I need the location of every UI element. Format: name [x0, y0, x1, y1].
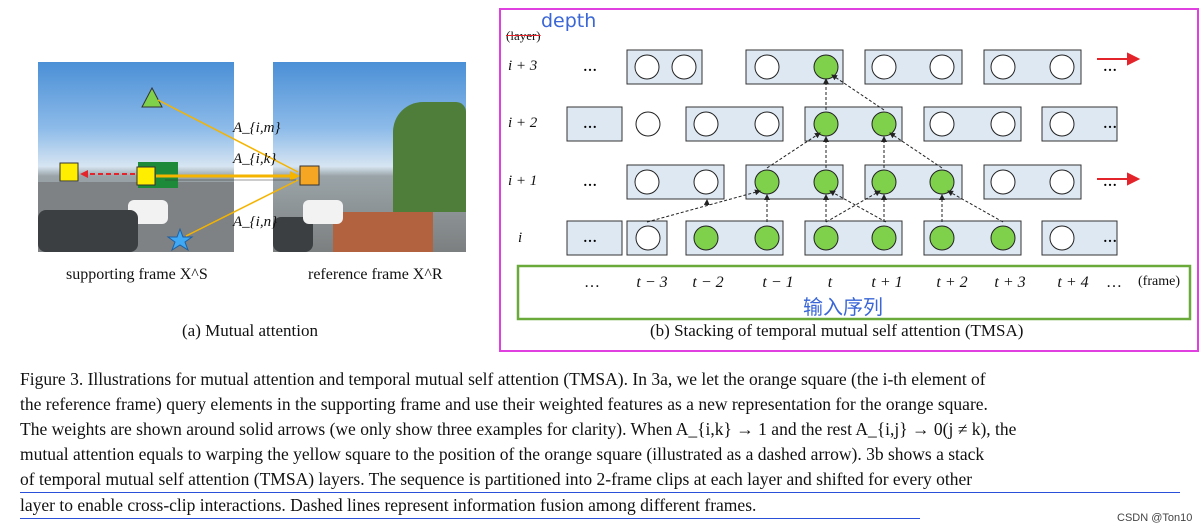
token-node-active	[871, 169, 897, 195]
figure-caption: Figure 3. Illustrations for mutual atten…	[20, 367, 1190, 519]
token-node	[1049, 54, 1075, 80]
token-node	[754, 54, 780, 80]
token-node	[990, 54, 1016, 80]
red-shift-arrows	[1097, 52, 1141, 186]
caption-line-underlined: layer to enable cross-clip interactions.…	[20, 493, 920, 519]
token-node-active	[929, 225, 955, 251]
token-node-active	[813, 225, 839, 251]
layer-i2-ellipsis: …	[1103, 117, 1117, 132]
token-node	[1049, 225, 1075, 251]
token-node-active	[813, 54, 839, 80]
panel-b-frame	[499, 8, 1199, 352]
reference-frame-photo	[273, 62, 466, 252]
token-node	[635, 111, 661, 137]
token-node-active	[693, 225, 719, 251]
token-node	[990, 169, 1016, 195]
token-node-active	[813, 111, 839, 137]
layer-i2-clip-box	[566, 106, 623, 142]
attn-label-n: A_{i,n}	[233, 214, 278, 230]
attn-label-k: A_{i,k}	[233, 151, 277, 167]
frame-label: t + 4	[1057, 274, 1089, 291]
frame-label: t + 3	[994, 274, 1026, 291]
layer-i2-ellipsis: …	[583, 117, 597, 132]
token-node	[929, 54, 955, 80]
layer-i3-ellipsis: …	[1103, 60, 1117, 75]
layer-label-i: i	[518, 230, 523, 246]
layer-i-ellipsis: …	[1103, 231, 1117, 246]
layer-label-struck: (layer)	[506, 28, 541, 43]
token-node	[1049, 169, 1075, 195]
frame-label: t − 1	[762, 274, 794, 291]
token-node	[693, 169, 719, 195]
panel-a-caption: (a) Mutual attention	[182, 321, 318, 340]
token-node	[671, 54, 697, 80]
green-triangle	[141, 86, 163, 108]
attn-arrow-n	[185, 179, 299, 237]
caption-line: Figure 3. Illustrations for mutual atten…	[20, 369, 986, 389]
frame-label: t	[827, 274, 833, 291]
token-node	[990, 111, 1016, 137]
frame-label: t + 1	[871, 274, 903, 291]
token-node	[693, 111, 719, 137]
token-node-active	[754, 225, 780, 251]
mutual-attention-overlay	[59, 86, 320, 252]
attn-label-m: A_{i,m}	[233, 120, 281, 136]
token-node	[634, 169, 660, 195]
frame-label: t − 2	[692, 274, 724, 291]
input-sequence-annotation: 输入序列	[803, 295, 883, 319]
caption-line: the reference frame) query elements in t…	[20, 394, 988, 414]
token-node-active	[754, 169, 780, 195]
frame-label: t + 2	[936, 274, 968, 291]
input-sequence-box	[516, 264, 1192, 321]
frame-label: …	[584, 274, 600, 291]
layer-i1-ellipsis: …	[583, 175, 597, 190]
yellow-square-center	[136, 166, 156, 186]
layer-label-i3: i + 3	[508, 58, 538, 74]
frame-label: (frame)	[1138, 274, 1180, 289]
token-node	[634, 54, 660, 80]
frame-label: …	[1106, 274, 1122, 291]
caption-line: The weights are shown around solid arrow…	[20, 419, 1017, 439]
token-node	[1049, 111, 1075, 137]
orange-square	[299, 165, 320, 186]
layer-i-clip-box	[566, 220, 623, 256]
layer-i-ellipsis: …	[583, 231, 597, 246]
token-node	[635, 225, 661, 251]
token-node	[754, 111, 780, 137]
token-node	[929, 111, 955, 137]
frame-label: t − 3	[636, 274, 668, 291]
token-node	[871, 54, 897, 80]
layer-i3-ellipsis: …	[583, 60, 597, 75]
supporting-frame-label: supporting frame X^S	[66, 266, 208, 283]
caption-line-underlined: of temporal mutual self attention (TMSA)…	[20, 467, 1180, 493]
token-node-active	[813, 169, 839, 195]
token-node-active	[929, 169, 955, 195]
yellow-square-left	[59, 162, 79, 182]
caption-line: mutual attention equals to warping the y…	[20, 444, 985, 464]
watermark: CSDN @Ton10	[1117, 512, 1193, 524]
token-node-active	[871, 111, 897, 137]
arrows-dashed	[646, 74, 1004, 223]
reference-frame-label: reference frame X^R	[308, 266, 443, 283]
depth-annotation: depth	[541, 10, 597, 32]
token-node-active	[990, 225, 1016, 251]
attn-arrow-m	[157, 99, 299, 173]
token-node-active	[871, 225, 897, 251]
layer-i1-ellipsis: …	[1103, 175, 1117, 190]
tmsa-diagram: … … … … … … … …	[516, 49, 1192, 321]
layer-label-i2: i + 2	[508, 115, 538, 131]
layer-label-i1: i + 1	[508, 173, 538, 189]
blue-star	[166, 227, 194, 252]
panel-b-caption: (b) Stacking of temporal mutual self att…	[650, 321, 1024, 340]
